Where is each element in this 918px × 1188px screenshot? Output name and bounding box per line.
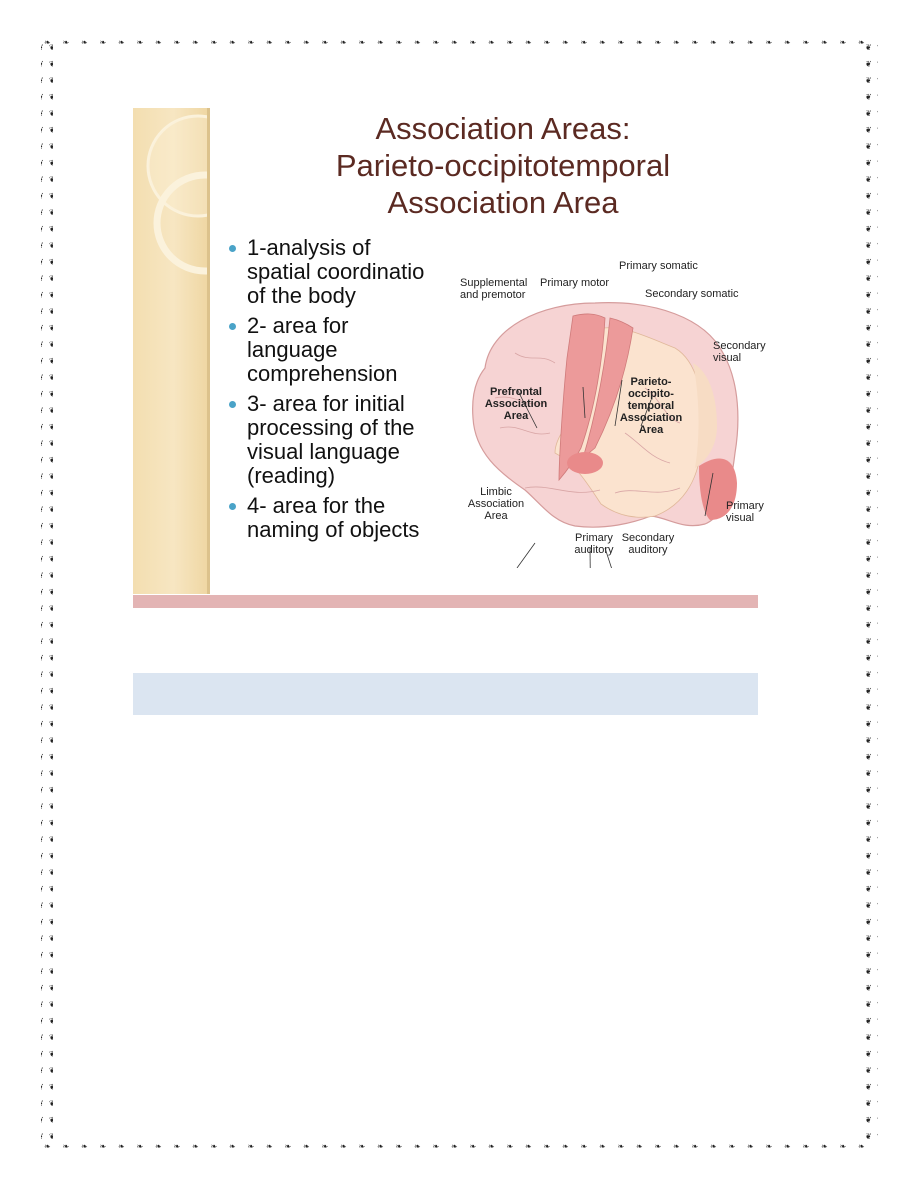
primary-motor-region xyxy=(558,313,606,482)
primary-somatic-region xyxy=(582,317,634,459)
bullet-item-1: 1-analysis of spatial coordinatio of the… xyxy=(225,236,465,308)
bullet-item-2: 2- area for language comprehension xyxy=(225,314,465,386)
title-line-1: Association Areas: xyxy=(375,111,631,146)
bullet-dot-icon xyxy=(229,503,236,510)
label-secondary-auditory: Secondary auditory xyxy=(621,532,675,556)
label-supplemental: Supplemental xyxy=(460,277,528,289)
label-primary-visual: Primary visual xyxy=(726,500,764,524)
slide-image: Association Areas: Parieto-occipitotempo… xyxy=(133,108,766,608)
caption-bar xyxy=(133,673,758,715)
bullet-dot-icon xyxy=(229,401,236,408)
bullet-dot-icon xyxy=(229,245,236,252)
brain-diagram xyxy=(472,302,739,568)
label-prefrontal: Prefrontal Association Area xyxy=(484,386,548,422)
label-primary-auditory: Primary auditory xyxy=(574,532,614,556)
bullet-item-4: 4- area for the naming of objects xyxy=(225,494,465,542)
label-secondary-somatic: Secondary somatic xyxy=(645,288,739,300)
label-and-premotor: and premotor xyxy=(460,289,526,301)
slide-decorative-strip xyxy=(133,108,210,594)
primary-auditory-region xyxy=(567,452,603,474)
label-secondary-visual-2: visual xyxy=(713,352,742,364)
bullet-dot-icon xyxy=(229,323,236,330)
bullet-item-3: 3- area for initial processing of the vi… xyxy=(225,392,465,488)
primary-visual-region xyxy=(699,458,737,520)
secondary-visual-region xyxy=(693,363,717,468)
label-secondary-visual-1: Secondary xyxy=(713,340,766,352)
slide-footer-band xyxy=(133,595,758,608)
title-line-3: Association Area xyxy=(387,185,619,220)
label-primary-somatic: Primary somatic xyxy=(619,260,698,272)
slide-title: Association Areas: Parieto-occipitotempo… xyxy=(283,110,723,221)
label-parieto-occipitotemporal: Parieto- occipito- temporal Association … xyxy=(619,376,683,436)
label-primary-motor: Primary motor xyxy=(540,277,610,289)
bullet-list: 1-analysis of spatial coordinatio of the… xyxy=(225,236,465,548)
figure-labels: Primary somatic Supplemental and premoto… xyxy=(133,108,766,608)
label-limbic: Limbic Association Area xyxy=(467,486,525,522)
title-line-2: Parieto-occipitotemporal xyxy=(335,148,671,183)
